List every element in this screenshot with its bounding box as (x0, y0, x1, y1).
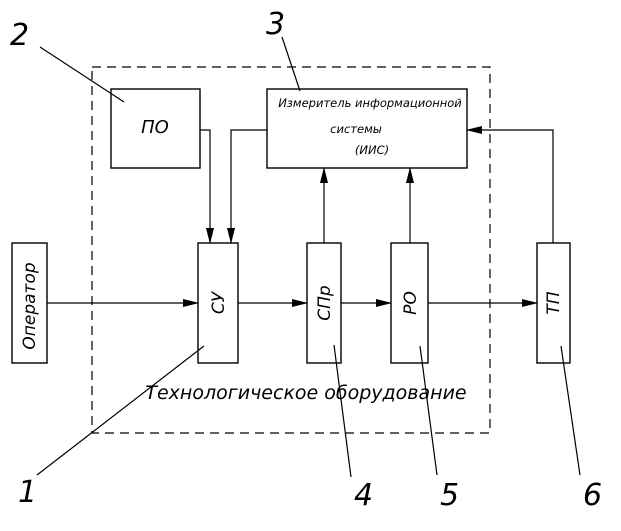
callout-number-5: 5 (440, 478, 459, 513)
boundary-label: Технологическое оборудование (145, 382, 466, 404)
po-block (110, 88, 201, 169)
arrow-tp-iis (466, 126, 554, 243)
spr-label: СПр (315, 285, 335, 321)
tp-label: ТП (544, 291, 564, 314)
callout-leader-5 (419, 345, 438, 476)
iis-block (266, 88, 468, 169)
callout-number-2: 2 (10, 18, 29, 53)
callout-leader-6 (560, 345, 581, 476)
callout-leader-4 (333, 344, 352, 478)
su-label: СУ (209, 290, 229, 314)
callout-leader-3 (281, 36, 301, 92)
arrow-iis-su (227, 129, 267, 244)
operator-label: Оператор (20, 262, 40, 349)
iis-label-line3: (ИИС) (355, 143, 389, 157)
iis-label-line1: Измеритель информационной (278, 96, 462, 110)
callout-number-1: 1 (18, 475, 37, 510)
operator-block (11, 242, 48, 364)
arrow-po-su (200, 129, 214, 244)
callout-leader-2 (39, 46, 125, 103)
po-label: ПО (141, 117, 169, 138)
callout-number-4: 4 (354, 478, 373, 513)
iis-label-line2: системы (330, 122, 382, 136)
equipment-boundary (91, 66, 491, 434)
ro-label: РО (401, 291, 421, 315)
callout-number-6: 6 (583, 478, 602, 513)
su-block (197, 242, 239, 364)
callout-leader-1 (36, 345, 205, 476)
callout-number-3: 3 (266, 7, 285, 42)
